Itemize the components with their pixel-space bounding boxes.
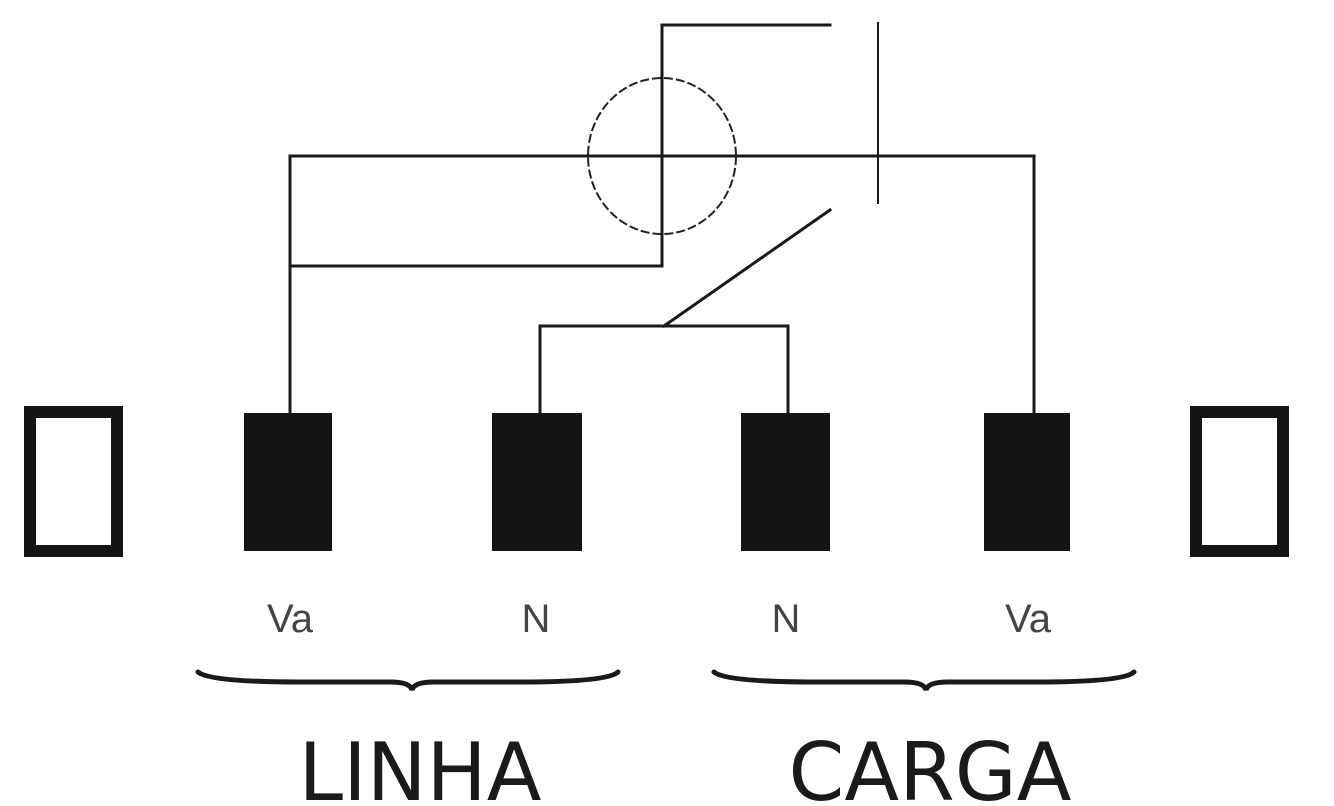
current-sensor-ring <box>587 77 737 235</box>
neutral-wire <box>538 324 790 414</box>
left-mounting-slot <box>24 406 123 557</box>
terminal-label-line-neutral: N <box>522 597 551 641</box>
terminal-label-line-phase: Va <box>267 597 314 641</box>
terminal-line-phase <box>244 413 332 551</box>
line-group-brace <box>195 669 621 691</box>
terminal-label-load-neutral: N <box>772 597 801 641</box>
terminal-load-phase <box>984 413 1070 551</box>
terminal-label-load-phase: Va <box>1005 597 1052 641</box>
right-mounting-slot <box>1190 406 1289 557</box>
terminal-load-neutral <box>741 413 830 551</box>
switch-blade <box>661 207 833 329</box>
sense-loop-wire <box>288 23 832 268</box>
load-group-brace <box>711 669 1137 691</box>
group-label-line: LINHA <box>299 726 542 806</box>
group-label-load: CARGA <box>789 726 1072 806</box>
terminal-line-neutral <box>492 413 582 551</box>
